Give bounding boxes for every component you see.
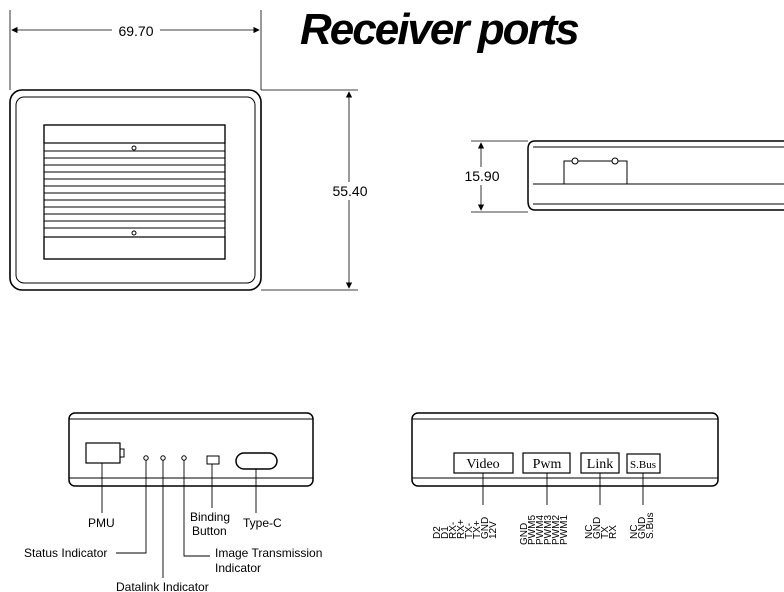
sbus-port-label: S.Bus: [630, 459, 656, 471]
pin-label: PWM4: [535, 515, 546, 545]
pin-label: PWM2: [551, 515, 562, 545]
pin-label: PWM5: [527, 515, 538, 545]
receiver-front-body: [68, 412, 314, 487]
status-indicator-led: [143, 455, 149, 461]
video-pins: D2 D1 RX- RX+ TX- TX+ GND 12V: [432, 517, 499, 539]
image-transmission-label-2: Indicator: [215, 561, 261, 575]
pin-label: S.Bus: [645, 512, 656, 539]
thickness-dimension: 15.90: [464, 168, 499, 184]
sbus-port: [626, 453, 661, 474]
image-transmission-led: [181, 455, 187, 461]
sbus-pins: NC GND S.Bus: [629, 512, 656, 539]
binding-button: [206, 455, 220, 465]
pin-label: RX: [608, 525, 619, 539]
pin-label: PWM1: [559, 515, 570, 545]
datalink-indicator-label: Datalink Indicator: [116, 580, 209, 592]
page-title: Receiver ports: [300, 5, 578, 54]
status-indicator-label: Status Indicator: [24, 546, 107, 560]
front-view: PMU Status Indicator Datalink Indicator …: [24, 412, 322, 592]
video-port: [453, 452, 514, 474]
back-view: Video Pwm Link S.Bus D2 D1 RX- RX+ TX- T…: [411, 412, 719, 545]
pin-label: PWM3: [543, 515, 554, 545]
pmu-label: PMU: [88, 516, 115, 530]
type-c-port: [235, 452, 278, 470]
pin-label: NC: [584, 525, 595, 539]
receiver-top-body: [9, 89, 262, 291]
side-view: 15.90: [459, 140, 784, 213]
pin-label: D2: [432, 526, 443, 539]
video-port-label: Video: [466, 457, 499, 472]
pin-label: RX+: [456, 519, 467, 539]
pin-label: NC: [629, 525, 640, 539]
pwm-pins: GND PWM5 PWM4 PWM3 PWM2 PWM1: [519, 515, 570, 545]
pin-label: GND: [637, 517, 648, 539]
pin-label: GND: [592, 517, 603, 539]
pin-label: TX+: [472, 520, 483, 539]
ventilation-grille: [43, 124, 226, 260]
pin-label: RX-: [448, 522, 459, 539]
pmu-port: [85, 442, 121, 464]
top-view: 69.70 55.40: [9, 10, 370, 291]
binding-label-2: Button: [192, 524, 227, 538]
link-pins: NC GND TX RX: [584, 517, 619, 539]
image-transmission-label-1: Image Transmission: [215, 546, 322, 560]
pin-label: TX-: [464, 523, 475, 539]
width-dimension: 69.70: [118, 23, 153, 39]
pin-label: D1: [440, 526, 451, 539]
type-c-label: Type-C: [243, 516, 282, 530]
datalink-indicator-led: [160, 455, 166, 461]
link-port-label: Link: [587, 457, 613, 472]
pin-label: 12V: [488, 521, 499, 539]
height-dimension: 55.40: [332, 183, 367, 199]
receiver-side-body: [527, 140, 784, 211]
receiver-back-body: [411, 412, 719, 487]
pwm-port: [522, 452, 571, 474]
pin-label: GND: [480, 517, 491, 539]
binding-label-1: Binding: [190, 510, 230, 524]
pin-label: GND: [519, 523, 530, 545]
pin-label: TX: [600, 526, 611, 539]
pwm-port-label: Pwm: [533, 457, 562, 472]
